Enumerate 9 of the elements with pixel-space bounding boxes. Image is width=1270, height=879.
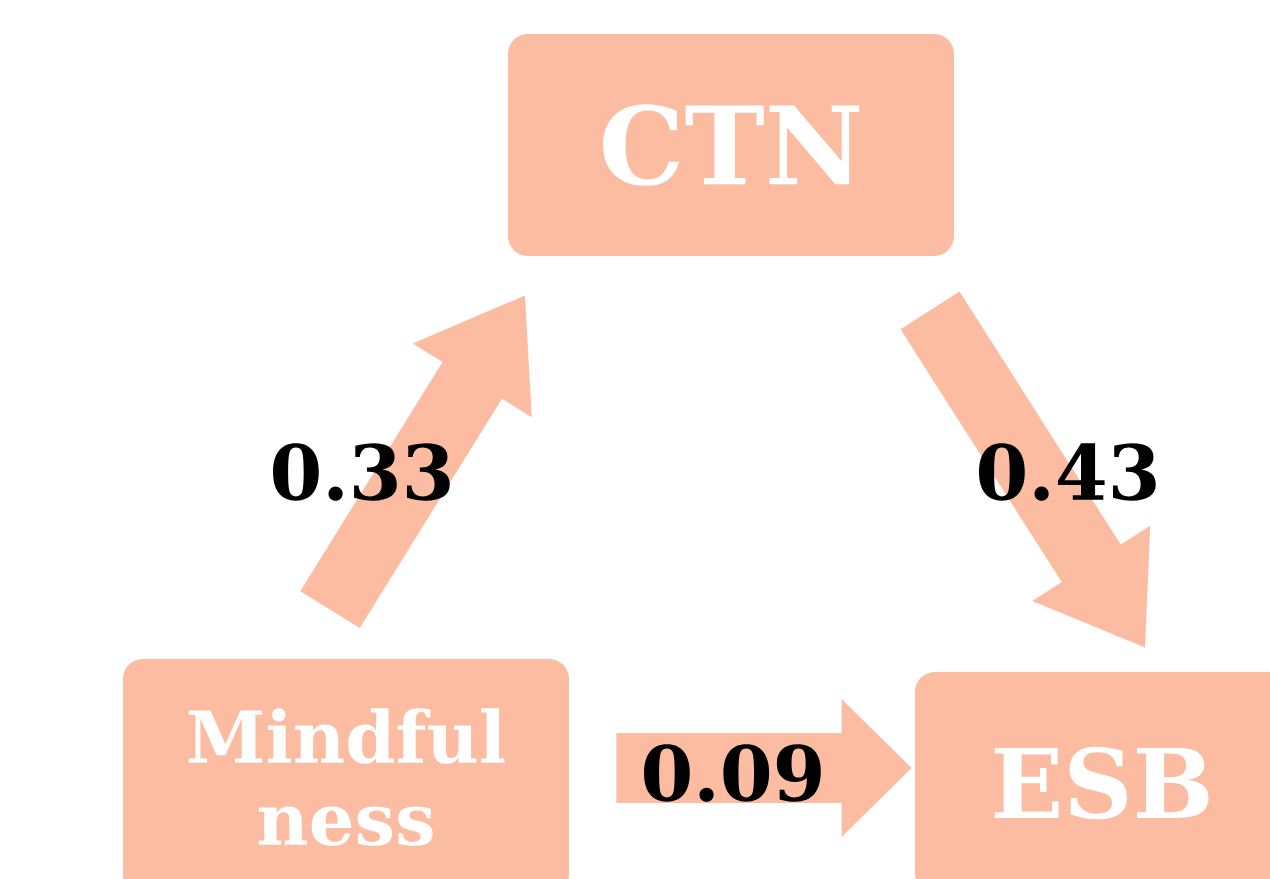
process-box: ESB: [915, 672, 1270, 879]
edge-label: 0.33: [273, 443, 450, 501]
edge-label: 0.43: [979, 443, 1156, 501]
arrow: [300, 295, 532, 629]
arrow: [900, 291, 1151, 648]
process-box: Mindful ness: [123, 659, 569, 879]
arrow: [616, 699, 912, 837]
edge-label: 0.09: [644, 744, 821, 802]
process-box: CTN: [508, 34, 954, 256]
